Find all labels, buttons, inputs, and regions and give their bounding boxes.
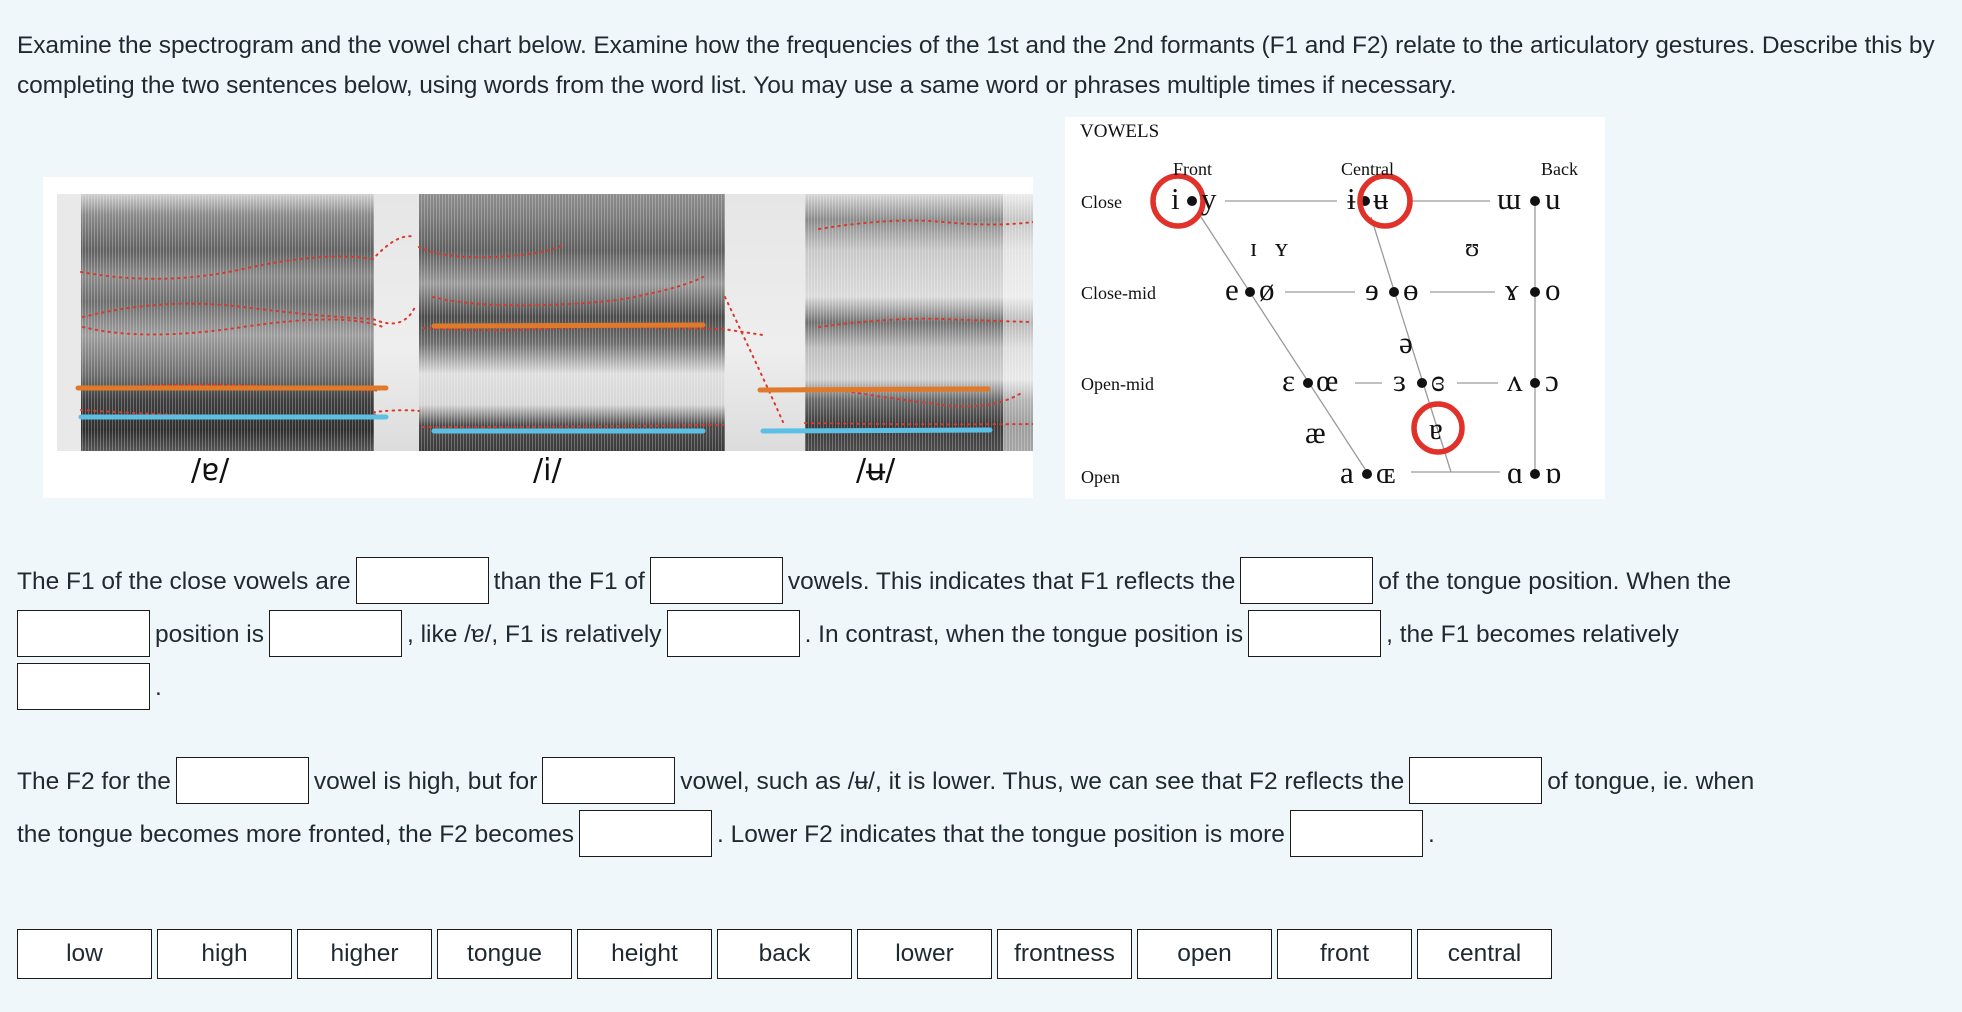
blank-8[interactable]	[17, 663, 150, 711]
blank-10[interactable]	[542, 757, 676, 805]
blank-9[interactable]	[175, 757, 309, 805]
blank-7[interactable]	[1248, 610, 1382, 658]
blank-4[interactable]	[17, 610, 150, 658]
word-low[interactable]: low	[17, 929, 152, 979]
sentence-2-text: .	[1427, 821, 1435, 849]
vowel-symbol: ɤ	[1505, 272, 1519, 307]
vowel-symbol: œ	[1316, 363, 1339, 398]
blank-6[interactable]	[666, 610, 800, 658]
spectrogram-label-near-open-central: /ɐ/	[191, 453, 230, 488]
vowel-symbol: ɨ	[1347, 181, 1356, 216]
blank-11[interactable]	[1409, 757, 1543, 805]
vowel-chart-lines	[1150, 173, 1540, 479]
row-open: Open	[1081, 467, 1120, 487]
vowel-symbol: ʊ	[1465, 233, 1480, 262]
blank-13[interactable]	[1289, 810, 1423, 858]
blank-2[interactable]	[649, 557, 783, 605]
vowel-symbol: ɛ	[1282, 363, 1296, 398]
row-close: Close	[1081, 192, 1123, 212]
column-central: Central	[1341, 159, 1394, 179]
instructions-text: Examine the spectrogram and the vowel ch…	[17, 32, 1935, 99]
word-lower[interactable]: lower	[857, 929, 992, 979]
sentence-1-text: The F1 of the close vowels are	[17, 568, 351, 595]
word-bank: low high higher tongue height back lower…	[17, 929, 1552, 979]
vowel-symbol: a	[1340, 455, 1354, 490]
vowel-symbol: ə	[1399, 325, 1413, 360]
vowel-symbol: ɔ	[1545, 363, 1559, 398]
highlight-circles	[1150, 173, 1465, 455]
vowel-symbol: ɯ	[1497, 181, 1522, 216]
vowel-symbol: ɶ	[1376, 455, 1396, 490]
sentence-2-text: vowel is high, but for	[313, 768, 538, 795]
sentence-2-text: of tongue, ie. when	[1547, 768, 1755, 795]
word-open[interactable]: open	[1137, 929, 1272, 979]
blank-12[interactable]	[579, 810, 713, 858]
sentence-1-text: . In contrast, when the tongue position …	[804, 621, 1244, 649]
row-open-mid: Open-mid	[1081, 374, 1154, 394]
vowel-symbol: i	[1171, 181, 1180, 216]
sentence-1-text: .	[155, 674, 162, 702]
vowel-symbol: u	[1545, 181, 1561, 216]
blank-5[interactable]	[268, 610, 402, 658]
spectrogram-image: /ɐ/ /i/ /ʉ/	[43, 177, 1033, 498]
vowel-symbol: ø	[1259, 272, 1275, 307]
sentence-1: The F1 of the close vowels are than the F…	[17, 555, 1947, 714]
sentence-2-text: The F2 for the	[17, 768, 171, 795]
vowel-symbol: ɑ	[1507, 455, 1524, 490]
sentence-1-text: position is	[155, 621, 264, 649]
sentence-2: The F2 for the vowel is high, but for vowe…	[17, 755, 1947, 861]
vowel-symbol: ɵ	[1403, 272, 1419, 307]
word-central[interactable]: central	[1417, 929, 1552, 979]
sentence-2-text: . Lower F2 indicates that the tongue pos…	[717, 821, 1285, 849]
ipa-vowel-chart: VOWELS Front Central Back Close Close-mi…	[1065, 117, 1605, 499]
word-back[interactable]: back	[717, 929, 852, 979]
spectrogram-label-close-front: /i/	[533, 453, 562, 488]
vowel-symbol: ɪ	[1250, 233, 1258, 262]
column-back: Back	[1541, 159, 1578, 179]
spectrogram-label-close-central: /ʉ/	[856, 453, 896, 488]
vowel-symbol: ɞ	[1431, 363, 1445, 398]
word-height[interactable]: height	[577, 929, 712, 979]
vowel-symbol: æ	[1305, 415, 1326, 450]
vowel-symbol: y	[1201, 181, 1217, 216]
word-high[interactable]: high	[157, 929, 292, 979]
vowel-symbol: ɘ	[1365, 272, 1379, 307]
vowel-symbol: e	[1225, 272, 1239, 307]
vowel-chart-title: VOWELS	[1080, 121, 1160, 142]
sentence-2-text: the tongue becomes more fronted, the F2 …	[17, 821, 575, 849]
blank-3[interactable]	[1240, 557, 1374, 605]
vowel-symbol: ʉ	[1373, 181, 1389, 216]
sentence-1-text: , the F1 becomes relatively	[1386, 621, 1679, 649]
word-front[interactable]: front	[1277, 929, 1412, 979]
word-higher[interactable]: higher	[297, 929, 432, 979]
vowel-symbol: ʌ	[1507, 363, 1523, 398]
blank-1[interactable]	[355, 557, 489, 605]
word-tongue[interactable]: tongue	[437, 929, 572, 979]
sentence-2-text: vowel, such as /ʉ/, it is lower. Thus, w…	[680, 768, 1405, 795]
vowel-symbol: o	[1545, 272, 1561, 307]
vowel-symbol: ɒ	[1545, 455, 1562, 490]
row-close-mid: Close-mid	[1081, 283, 1156, 303]
vowel-symbol: ʏ	[1275, 233, 1288, 262]
sentence-1-text: of the tongue position. When the	[1378, 568, 1732, 595]
column-front: Front	[1173, 159, 1213, 179]
spectrogram-graphic	[57, 194, 1033, 451]
sentence-1-text: , like /ɐ/, F1 is relatively	[406, 621, 662, 649]
vowel-symbol: ɜ	[1393, 363, 1407, 398]
vowel-symbol: ɐ	[1429, 411, 1443, 446]
sentence-1-text: than the F1 of	[493, 568, 645, 595]
word-frontness[interactable]: frontness	[997, 929, 1132, 979]
sentence-1-text: vowels. This indicates that F1 reflects …	[787, 568, 1236, 595]
